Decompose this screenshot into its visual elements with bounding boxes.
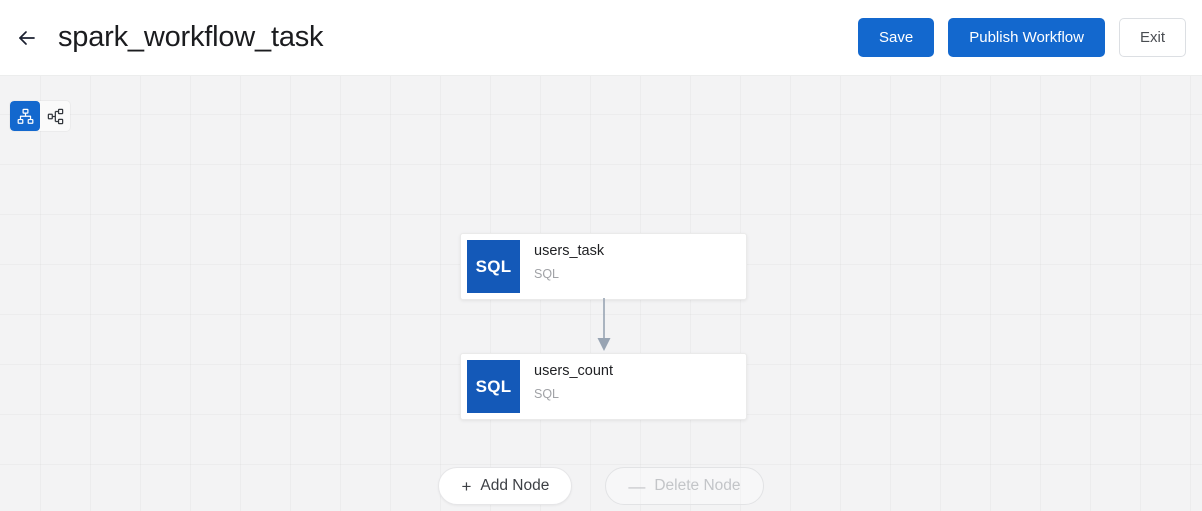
hierarchy-vertical-icon xyxy=(17,108,34,125)
page-title: spark_workflow_task xyxy=(58,21,324,53)
node-text: users_count SQL xyxy=(520,354,746,419)
delete-node-label: Delete Node xyxy=(654,477,741,494)
plus-icon: + xyxy=(461,476,472,496)
publish-workflow-button[interactable]: Publish Workflow xyxy=(948,18,1105,57)
layout-horizontal-button[interactable] xyxy=(40,101,70,131)
add-node-button[interactable]: + Add Node xyxy=(438,467,573,505)
layout-vertical-button[interactable] xyxy=(10,101,40,131)
back-button[interactable] xyxy=(10,21,44,55)
workflow-node-users-count[interactable]: SQL users_count SQL xyxy=(460,353,747,420)
node-subtitle: SQL xyxy=(534,386,560,401)
node-type-badge: SQL xyxy=(467,360,520,413)
app-header: spark_workflow_task Save Publish Workflo… xyxy=(0,0,1202,76)
exit-button[interactable]: Exit xyxy=(1118,18,1186,57)
node-title: users_task xyxy=(534,243,605,259)
workflow-canvas[interactable]: SQL users_task SQL SQL users_count SQL xyxy=(0,76,1202,511)
delete-node-button: — Delete Node xyxy=(605,467,764,505)
node-graph: SQL users_task SQL SQL users_count SQL xyxy=(0,76,1202,511)
edge-users-task-to-users-count xyxy=(597,298,611,351)
hierarchy-horizontal-icon xyxy=(47,108,64,125)
minus-icon: — xyxy=(628,476,646,496)
arrow-left-icon xyxy=(15,26,39,50)
node-subtitle: SQL xyxy=(534,266,560,281)
add-node-label: Add Node xyxy=(480,477,550,494)
arrow-down-icon xyxy=(597,338,611,351)
node-text: users_task SQL xyxy=(520,234,746,299)
workflow-node-users-task[interactable]: SQL users_task SQL xyxy=(460,233,747,300)
node-type-badge: SQL xyxy=(467,240,520,293)
node-title: users_count xyxy=(534,363,613,379)
layout-toolbar xyxy=(10,101,70,131)
header-actions: Save Publish Workflow Exit xyxy=(858,18,1186,57)
canvas-actions: + Add Node — Delete Node xyxy=(0,467,1202,505)
save-button[interactable]: Save xyxy=(858,18,935,57)
